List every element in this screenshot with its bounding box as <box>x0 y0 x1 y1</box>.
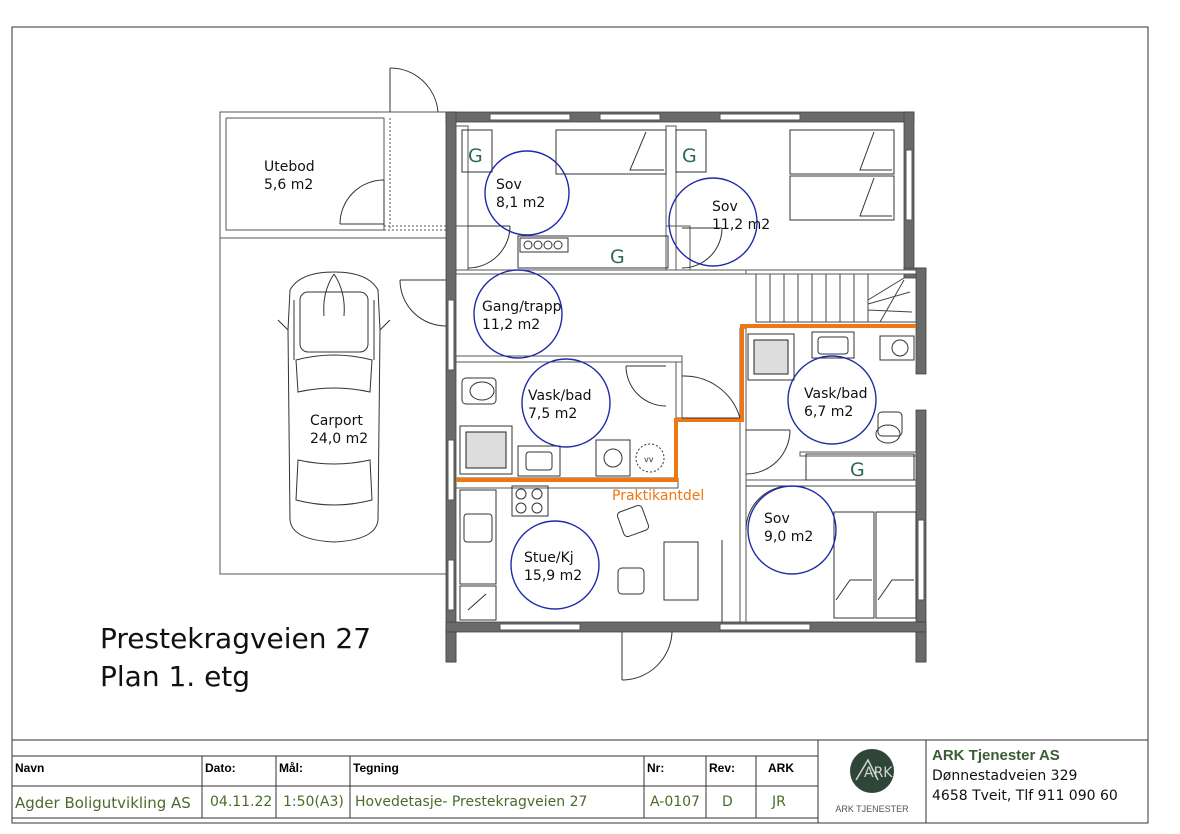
room-name-sov-3: Sov <box>764 511 790 527</box>
room-area-vask-2: 6,7 m2 <box>804 404 853 420</box>
plan-title-line1: Prestekragveien 27 <box>100 622 372 655</box>
stove-icon <box>519 237 569 253</box>
plan-title-line2: Plan 1. etg <box>100 660 251 693</box>
room-area-sov-1: 8,1 m2 <box>496 195 545 211</box>
carport-outline <box>219 111 446 575</box>
value-nr: A-0107 <box>650 794 700 810</box>
closets <box>461 129 915 481</box>
header-navn: Navn <box>15 761 45 775</box>
room-area-carport: 24,0 m2 <box>310 431 368 447</box>
closet-label-2: G <box>682 145 697 167</box>
room-name-vask-1: Vask/bad <box>528 388 592 404</box>
room-name-sov-2: Sov <box>712 199 738 215</box>
room-name-vask-2: Vask/bad <box>804 386 868 402</box>
water-heater-label: vv <box>644 455 654 464</box>
closet-label-1: G <box>468 145 483 167</box>
beds <box>555 129 917 619</box>
room-area-vask-1: 7,5 m2 <box>528 406 577 422</box>
ark-logo: ARK ARK TJENESTER <box>835 749 909 814</box>
carport-door <box>399 279 447 327</box>
value-navn: Agder Boligutvikling AS <box>15 794 191 812</box>
room-name-utebod: Utebod <box>264 159 315 175</box>
car-icon <box>277 271 391 543</box>
value-ark: JR <box>772 794 786 810</box>
praktikant-zone-border <box>456 324 916 482</box>
windows <box>447 113 925 631</box>
company-contact: 4658 Tveit, Tlf 911 090 60 <box>932 788 1118 804</box>
company-address: Dønnestadveien 329 <box>932 768 1078 784</box>
closet-label-3: G <box>610 246 625 268</box>
room-name-gang: Gang/trapp <box>482 299 562 315</box>
room-area-sov-3: 9,0 m2 <box>764 529 813 545</box>
logo-caption: ARK TJENESTER <box>835 804 909 814</box>
room-circles <box>473 150 877 610</box>
title-block-grid <box>12 739 1148 823</box>
bathroom-fixtures <box>459 331 915 477</box>
staircase <box>755 274 916 323</box>
value-rev: D <box>722 794 733 810</box>
room-name-sov-1: Sov <box>496 177 522 193</box>
header-nr: Nr: <box>647 761 665 775</box>
logo-letters: ARK <box>864 765 893 781</box>
company-name: ARK Tjenester AS <box>932 747 1060 764</box>
room-name-carport: Carport <box>310 413 363 429</box>
room-area-utebod: 5,6 m2 <box>264 177 313 193</box>
header-tegning: Tegning <box>353 761 399 775</box>
interior-walls <box>455 125 917 623</box>
kitchen-fixtures <box>459 485 699 621</box>
header-ark: ARK <box>768 761 794 775</box>
room-area-gang: 11,2 m2 <box>482 317 540 333</box>
room-name-stue: Stue/Kj <box>524 550 574 566</box>
interior-doors <box>467 225 791 681</box>
room-area-sov-2: 11,2 m2 <box>712 217 770 233</box>
value-mal: 1:50(A3) <box>283 794 344 810</box>
header-dato: Dato: <box>205 761 236 775</box>
zone-label: Praktikantdel <box>612 488 704 504</box>
header-mal: Mål: <box>279 761 303 775</box>
closet-label-4: G <box>850 459 865 481</box>
value-tegning: Hovedetasje- Prestekragveien 27 <box>355 794 588 810</box>
storage-door-top <box>389 67 439 113</box>
room-area-stue: 15,9 m2 <box>524 568 582 584</box>
value-dato: 04.11.22 <box>210 794 273 810</box>
header-rev: Rev: <box>709 761 736 775</box>
utebod-door <box>339 179 385 226</box>
sheet-frame <box>11 26 1149 824</box>
